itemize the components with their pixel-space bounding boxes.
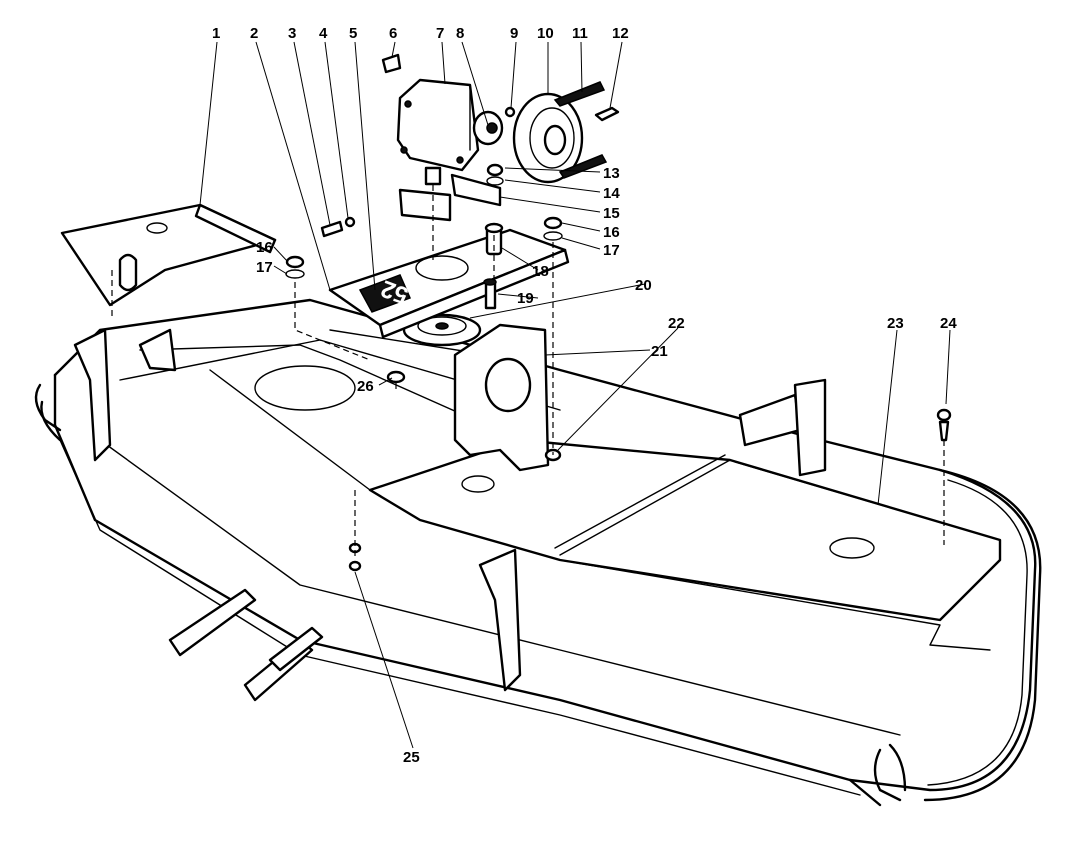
callout-11: 11	[572, 25, 588, 42]
callout-3: 3	[288, 25, 296, 42]
hardware	[285, 53, 952, 572]
callout-13: 13	[603, 165, 620, 182]
assembly-lines	[111, 185, 945, 560]
spindle-housing	[453, 323, 550, 472]
callout-12: 12	[612, 25, 629, 42]
callout-10: 10	[537, 25, 554, 42]
callout-16-left: 16	[256, 239, 273, 256]
gearbox-pulley	[512, 81, 608, 184]
callout-2: 2	[250, 25, 258, 42]
callout-9: 9	[510, 25, 518, 42]
deck-top-plate	[139, 329, 1002, 651]
callout-17-left: 17	[256, 259, 273, 276]
front-mount-legs	[168, 588, 324, 702]
callout-22: 22	[668, 315, 685, 332]
callout-4: 4	[319, 25, 328, 42]
callout-21: 21	[651, 343, 668, 360]
callout-8: 8	[456, 25, 464, 42]
gearbox-mount-plate: 52	[328, 228, 570, 339]
callout-14: 14	[603, 185, 620, 202]
callout-labels: 1 2 3 4 5 6 7 8 9 10 11 12 13 14 15 16 1…	[212, 25, 957, 766]
callout-20: 20	[635, 277, 652, 294]
belt-cover	[60, 203, 277, 307]
drive-pulley	[402, 313, 482, 347]
callout-19: 19	[517, 290, 534, 307]
callout-leaders	[199, 41, 951, 749]
callout-18: 18	[532, 263, 549, 280]
callout-5: 5	[349, 25, 357, 42]
callout-24: 24	[940, 315, 957, 332]
callout-15: 15	[603, 205, 620, 222]
callout-6: 6	[389, 25, 397, 42]
callout-7: 7	[436, 25, 444, 42]
callout-26: 26	[357, 378, 374, 395]
callout-25: 25	[403, 749, 420, 766]
gearbox	[396, 78, 504, 186]
bolt-19	[483, 278, 497, 310]
callout-23: 23	[887, 315, 904, 332]
callout-1: 1	[212, 25, 220, 42]
callout-17-right: 17	[603, 242, 620, 259]
callout-16-right: 16	[603, 224, 620, 241]
deck-brackets	[73, 328, 827, 692]
gearbox-bracket	[398, 173, 502, 222]
